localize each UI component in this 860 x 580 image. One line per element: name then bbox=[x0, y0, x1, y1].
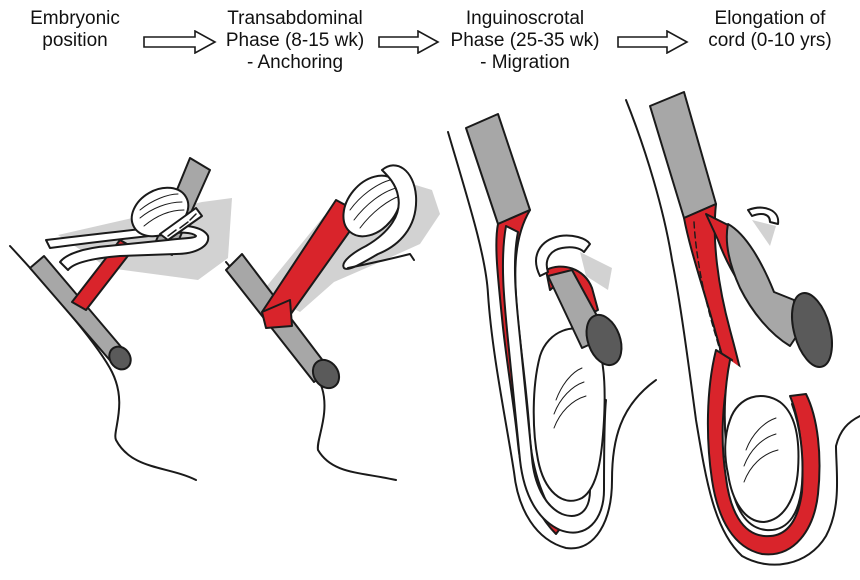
vas-deferens-upper bbox=[649, 91, 717, 219]
stage-label-line: Inguinoscrotal bbox=[465, 8, 585, 29]
stage-label-elongation: Elongation of cord (0-10 yrs) bbox=[690, 8, 850, 52]
stage-4-elongation bbox=[625, 91, 860, 566]
stage-label-inguinoscrotal: Inguinoscrotal Phase (25-35 wk) - Migrat… bbox=[440, 8, 610, 74]
epididymis bbox=[342, 164, 418, 270]
stage-label-transabdominal: Transabdominal Phase (8-15 wk) - Anchori… bbox=[215, 8, 375, 74]
hollow-arrow-icon bbox=[617, 30, 689, 54]
vas-deferens-mid bbox=[725, 223, 799, 347]
stage-label-line: Phase (25-35 wk) bbox=[450, 30, 600, 51]
epididymis-tail bbox=[791, 292, 833, 368]
spermatic-loop bbox=[747, 206, 780, 225]
stage-label-line: cord (0-10 yrs) bbox=[708, 30, 832, 51]
stage-label-line: Phase (8-15 wk) bbox=[225, 30, 365, 51]
stage-label-embryonic: Embryonic position bbox=[10, 8, 140, 52]
stage-1-embryonic bbox=[9, 157, 232, 481]
spermatic-loop bbox=[535, 234, 591, 277]
stage-2-transabdominal bbox=[225, 164, 440, 481]
hollow-arrow-icon bbox=[143, 30, 217, 54]
processus-vaginalis-red bbox=[706, 349, 821, 556]
epididymis-tail bbox=[108, 345, 132, 371]
abdominal-wall-outline bbox=[625, 99, 860, 566]
stage-label-line: position bbox=[42, 30, 108, 51]
mesorchium bbox=[159, 207, 203, 241]
stage-label-line: - Anchoring bbox=[246, 52, 344, 73]
testis bbox=[724, 395, 800, 523]
stage-label-line: Transabdominal bbox=[227, 8, 363, 29]
epididymis-tail bbox=[585, 313, 623, 367]
stage-label-line: Elongation of bbox=[714, 8, 826, 29]
stage-label-line: Embryonic bbox=[30, 8, 120, 29]
epididymis-tail bbox=[311, 358, 341, 390]
stage-3-inguinoscrotal bbox=[447, 113, 657, 550]
processus-vaginalis bbox=[501, 225, 607, 534]
vas-deferens-upper bbox=[465, 113, 531, 225]
stage-label-line: - Migration bbox=[480, 52, 570, 73]
hollow-arrow-icon bbox=[378, 30, 440, 54]
abdominal-wall-outline bbox=[447, 131, 657, 550]
